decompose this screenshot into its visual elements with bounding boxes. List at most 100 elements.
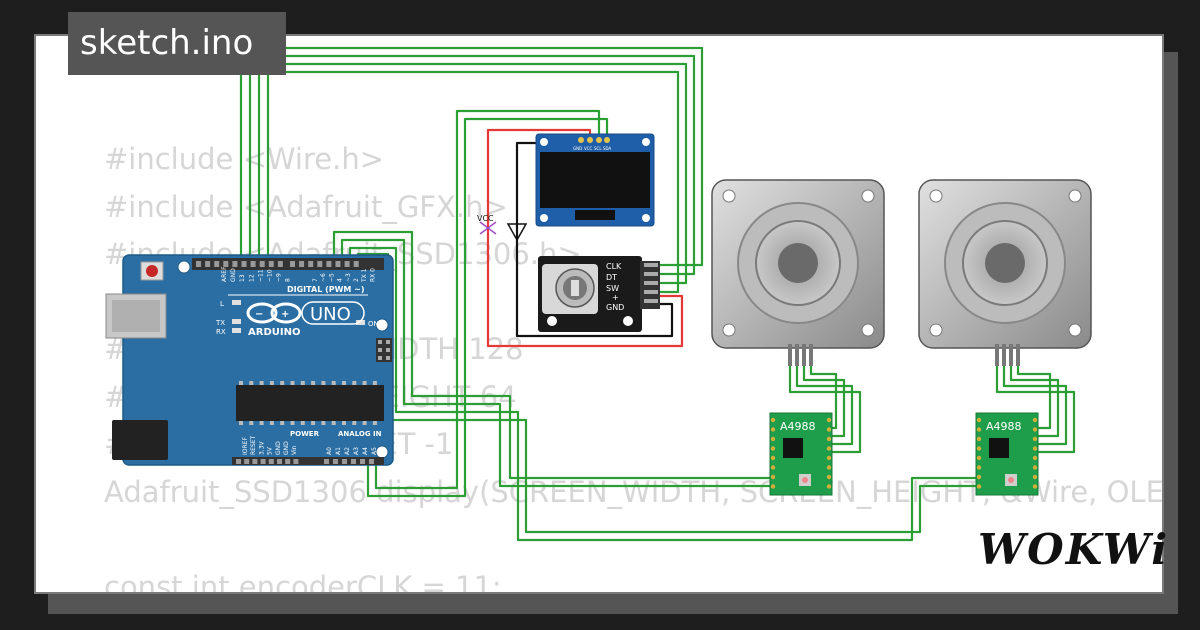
pin-label: IOREF bbox=[242, 437, 249, 455]
rotary-encoder[interactable]: CLK DT SW + GND bbox=[538, 256, 660, 332]
pin-label: RX 0 bbox=[369, 268, 376, 282]
driver-pin[interactable] bbox=[826, 474, 832, 480]
power-analog-header[interactable] bbox=[236, 459, 374, 464]
pin-hole[interactable] bbox=[196, 261, 201, 267]
driver-pin[interactable] bbox=[976, 465, 982, 470]
pin-label: GND bbox=[230, 268, 237, 282]
file-tab[interactable]: sketch.ino bbox=[68, 12, 286, 75]
driver-pin[interactable] bbox=[1032, 417, 1038, 423]
pin-hole[interactable] bbox=[290, 261, 295, 267]
pin-hole[interactable] bbox=[259, 261, 265, 267]
pin-hole[interactable] bbox=[299, 261, 305, 267]
a4988-driver-1[interactable]: A4988 bbox=[769, 412, 833, 496]
pin-hole[interactable] bbox=[260, 459, 266, 464]
stepper-motor-1[interactable] bbox=[711, 179, 885, 366]
pin-hole[interactable] bbox=[324, 459, 329, 464]
driver-pin[interactable] bbox=[976, 417, 982, 423]
pin-hole[interactable] bbox=[353, 261, 359, 267]
driver-pin[interactable] bbox=[770, 427, 776, 432]
driver-pin[interactable] bbox=[1032, 465, 1038, 470]
wire bbox=[486, 128, 684, 348]
pin-label: 2 bbox=[353, 278, 360, 282]
wire bbox=[795, 366, 854, 446]
driver-pin[interactable] bbox=[1032, 455, 1038, 461]
pin-hole[interactable] bbox=[285, 459, 291, 464]
driver-pin[interactable] bbox=[770, 436, 776, 442]
pin-hole[interactable] bbox=[205, 261, 211, 267]
pin-hole[interactable] bbox=[250, 261, 256, 267]
driver-pin[interactable] bbox=[826, 446, 832, 451]
pin-hole[interactable] bbox=[223, 261, 229, 267]
driver-pin[interactable] bbox=[826, 465, 832, 470]
oled-pin-gnd: GND bbox=[573, 146, 582, 151]
wire bbox=[1009, 366, 1060, 438]
pin-hole[interactable] bbox=[369, 459, 374, 464]
driver-pin[interactable] bbox=[976, 436, 982, 442]
pin-label: A2 bbox=[344, 447, 351, 455]
pin-hole[interactable] bbox=[293, 459, 299, 464]
stepper-motor-2[interactable] bbox=[918, 179, 1092, 366]
file-tab-title: sketch.ino bbox=[80, 23, 254, 63]
pin-hole[interactable] bbox=[317, 261, 323, 267]
led-l bbox=[232, 300, 241, 305]
pin-hole[interactable] bbox=[277, 261, 283, 267]
wire bbox=[374, 109, 601, 490]
driver-pin[interactable] bbox=[976, 474, 982, 480]
driver-pin[interactable] bbox=[826, 484, 832, 489]
a4988-driver-2[interactable]: A4988 bbox=[975, 412, 1039, 496]
driver-pin[interactable] bbox=[1032, 484, 1038, 489]
digital-pin-header[interactable] bbox=[196, 261, 359, 267]
pin-label: 13 bbox=[239, 274, 246, 282]
pin-hole[interactable] bbox=[232, 261, 238, 267]
pin-label: ~10 bbox=[267, 269, 274, 282]
pin-label: ~5 bbox=[328, 273, 335, 282]
pin-hole[interactable] bbox=[333, 459, 338, 464]
pin-hole[interactable] bbox=[344, 261, 350, 267]
pin-hole[interactable] bbox=[268, 459, 274, 464]
driver-pin[interactable] bbox=[826, 455, 832, 461]
pin-hole[interactable] bbox=[326, 261, 332, 267]
pin-label: GND bbox=[283, 441, 290, 455]
wire bbox=[515, 141, 674, 338]
pin-label: 7 bbox=[312, 278, 319, 282]
pin-hole[interactable] bbox=[360, 459, 365, 464]
driver-pin[interactable] bbox=[976, 484, 982, 489]
driver-pin[interactable] bbox=[770, 446, 776, 451]
driver-pin[interactable] bbox=[770, 417, 776, 423]
driver-pin[interactable] bbox=[770, 484, 776, 489]
oled-display[interactable]: GND VCC SCL SDA bbox=[535, 133, 655, 227]
encoder-pin-sw: SW bbox=[606, 284, 619, 293]
driver-pin[interactable] bbox=[770, 474, 776, 480]
driver-pin[interactable] bbox=[826, 417, 832, 423]
driver-pin[interactable] bbox=[770, 465, 776, 470]
pin-hole[interactable] bbox=[268, 261, 274, 267]
led-on bbox=[356, 320, 365, 325]
driver-pin[interactable] bbox=[1032, 446, 1038, 451]
pin-hole[interactable] bbox=[335, 261, 341, 267]
analog-header-label: ANALOG IN bbox=[338, 430, 382, 438]
driver-pin[interactable] bbox=[976, 455, 982, 461]
chip-pins bbox=[239, 381, 377, 425]
driver-pin[interactable] bbox=[826, 427, 832, 432]
driver-pin[interactable] bbox=[826, 436, 832, 442]
pin-hole[interactable] bbox=[277, 459, 282, 464]
code-line: Adafruit_SSD1306 display(SCREEN_WIDTH, S… bbox=[104, 474, 1164, 509]
pin-hole[interactable] bbox=[342, 459, 347, 464]
driver-pin[interactable] bbox=[976, 427, 982, 432]
pin-hole[interactable] bbox=[351, 459, 356, 464]
pin-hole[interactable] bbox=[214, 261, 220, 267]
driver-pin[interactable] bbox=[1032, 436, 1038, 442]
microcontroller-chip bbox=[236, 385, 384, 421]
driver-pin[interactable] bbox=[1032, 427, 1038, 432]
pin-hole[interactable] bbox=[252, 459, 258, 464]
pin-hole[interactable] bbox=[236, 459, 241, 464]
pin-hole[interactable] bbox=[308, 261, 314, 267]
pin-hole[interactable] bbox=[241, 261, 247, 267]
pin-label: TX 1 bbox=[361, 268, 368, 283]
driver-pin[interactable] bbox=[1032, 474, 1038, 480]
driver-pin[interactable] bbox=[770, 455, 776, 461]
pin-hole[interactable] bbox=[244, 459, 250, 464]
driver-pin[interactable] bbox=[976, 446, 982, 451]
encoder-pin-plus: + bbox=[612, 293, 619, 302]
